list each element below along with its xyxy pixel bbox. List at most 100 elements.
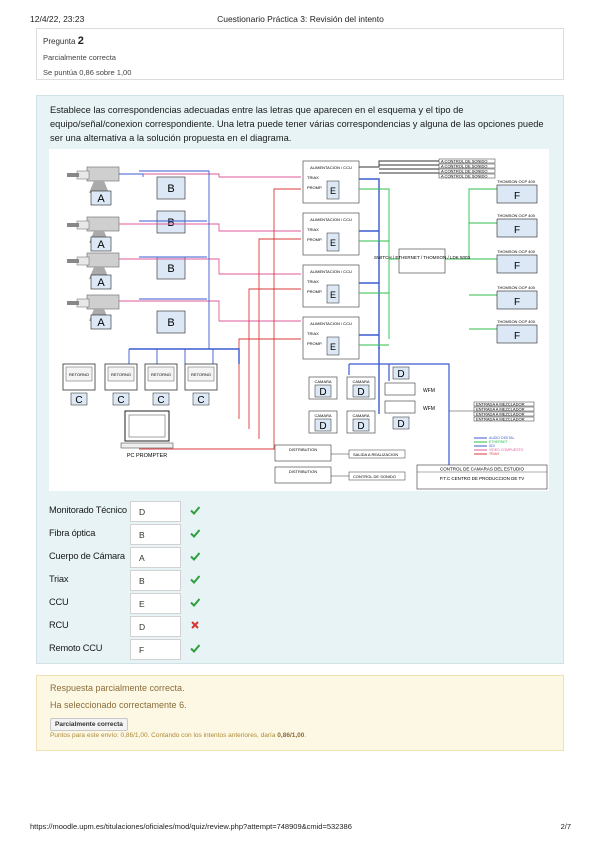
letter-f-4: F bbox=[514, 297, 520, 308]
distribution-2-label: DISTRIBUTION bbox=[289, 469, 317, 474]
page-url: https://moodle.upm.es/titulaciones/ofici… bbox=[30, 822, 352, 831]
return-monitors: RETORNO C RETORNO C RETORNO C bbox=[62, 363, 218, 406]
ccu-1-label: ALIMENTACION / CCU bbox=[310, 165, 352, 170]
check-icon bbox=[190, 644, 201, 653]
retorno-2: RETORNO C bbox=[104, 363, 138, 406]
legend-3: SDI bbox=[489, 444, 495, 448]
match-label: Triax bbox=[49, 574, 69, 584]
letter-f-2: F bbox=[514, 225, 520, 236]
letter-f-3: F bbox=[514, 261, 520, 272]
monitoring-area: CAMARA D CAMARA D CAMARA D CAMARA D D WF… bbox=[308, 363, 474, 469]
a-control-1: A CONTROL DE SONIDO bbox=[441, 159, 488, 164]
a-control-4: A CONTROL DE SONIDO bbox=[441, 174, 488, 179]
pc-prompter: PC PROMPTER bbox=[120, 410, 174, 459]
letter-e-4: E bbox=[330, 342, 336, 352]
match-select[interactable]: B bbox=[130, 570, 181, 591]
match-row: RCU D bbox=[49, 616, 249, 638]
camera-1: A bbox=[67, 166, 120, 206]
question-state: Parcialmente correcta bbox=[43, 53, 116, 62]
match-label: RCU bbox=[49, 620, 69, 630]
print-date: 12/4/22, 23:23 bbox=[30, 14, 85, 24]
camara-4-label: CAMARA bbox=[352, 413, 369, 418]
ocp-2: THOMSON OCP 400 F bbox=[496, 213, 538, 238]
diagram-svg: A B A B bbox=[62, 159, 548, 490]
ccu-4-prompter: PROMP. bbox=[307, 341, 322, 346]
switch-ethernet: SWITCH / ETHERNET / THOMSON / LDK 5003 bbox=[374, 248, 471, 274]
camera-2: A bbox=[67, 216, 120, 252]
ccu-3-triax: TRIAX bbox=[307, 279, 319, 284]
ccu-2-label: ALIMENTACION / CCU bbox=[310, 217, 352, 222]
camera-group: A B A B bbox=[67, 166, 186, 334]
check-icon bbox=[190, 506, 201, 515]
cross-icon bbox=[191, 621, 199, 629]
match-row: Remoto CCU F bbox=[49, 639, 249, 661]
letter-c-4: C bbox=[197, 395, 204, 406]
match-select[interactable]: B bbox=[130, 524, 181, 545]
letter-a-2: A bbox=[97, 239, 105, 251]
match-select[interactable]: D bbox=[130, 616, 181, 637]
retorno-4: RETORNO C bbox=[184, 363, 218, 406]
retorno-4-label: RETORNO bbox=[191, 372, 211, 377]
question-info-box: Pregunta 2 Parcialmente correcta Se punt… bbox=[36, 28, 564, 80]
match-select[interactable]: D bbox=[130, 501, 181, 522]
match-select[interactable]: F bbox=[130, 639, 181, 660]
ocp-1-label: THOMSON OCP 400 bbox=[497, 179, 536, 184]
retorno-3-label: RETORNO bbox=[151, 372, 171, 377]
camera-cables bbox=[119, 170, 301, 450]
ocp-5: THOMSON OCP 400 F bbox=[496, 319, 538, 344]
title-block-sub: P.T.C CENTRO DE PRODUCCION DE TV bbox=[440, 476, 525, 481]
letter-c-3: C bbox=[157, 395, 164, 406]
salida-label: SALIDA A REALIZACION bbox=[353, 452, 398, 457]
match-label: Remoto CCU bbox=[49, 643, 103, 653]
distribution-units: DISTRIBUTION SALIDA A REALIZACION DISTRI… bbox=[274, 444, 406, 484]
letter-d-5: D bbox=[397, 369, 404, 380]
a-control-2: A CONTROL DE SONIDO bbox=[441, 164, 488, 169]
match-select[interactable]: A bbox=[130, 547, 181, 568]
entrada-2: ENTRADA A MEZCLADOR bbox=[476, 407, 525, 412]
letter-f-1: F bbox=[514, 191, 520, 202]
letter-e-3: E bbox=[330, 290, 336, 300]
ccu-1: ALIMENTACION / CCU TRIAX PROMP. E bbox=[302, 160, 360, 204]
letter-c-1: C bbox=[75, 395, 82, 406]
points-prefix: Puntos para este envío: 0,86/1,00. Conta… bbox=[50, 732, 278, 739]
entrada-1: ENTRADA A MEZCLADOR bbox=[476, 402, 525, 407]
legend: AUDIO DIGITAL ETHERNET SDI VIDEO COMPUES… bbox=[474, 436, 524, 456]
check-icon bbox=[190, 575, 201, 584]
match-select[interactable]: E bbox=[130, 593, 181, 614]
ocp-4: THOMSON OCP 400 F bbox=[496, 285, 538, 310]
title-block: CONTROL DE CAMARAS DEL ESTUDIO P.T.C CEN… bbox=[416, 464, 548, 490]
legend-5: TRIAX bbox=[489, 452, 500, 456]
a-control-3: A CONTROL DE SONIDO bbox=[441, 169, 488, 174]
match-row: Fibra óptica B bbox=[49, 524, 249, 546]
camera-4: A bbox=[67, 294, 120, 330]
distribution-1-label: DISTRIBUTION bbox=[289, 447, 317, 452]
entrada-3: ENTRADA A MEZCLADOR bbox=[476, 412, 525, 417]
pc-prompter-label: PC PROMPTER bbox=[127, 453, 167, 459]
ccu-3: ALIMENTACION / CCU TRIAX PROMP. E bbox=[302, 264, 360, 308]
question-title: Pregunta 2 bbox=[43, 35, 563, 47]
mixer-inputs: ENTRADA A MEZCLADOR ENTRADA A MEZCLADOR … bbox=[473, 402, 535, 422]
letter-d-6: D bbox=[397, 419, 404, 430]
match-row: Cuerpo de Cámara A bbox=[49, 547, 249, 569]
ccu-2: ALIMENTACION / CCU TRIAX PROMP. E bbox=[302, 212, 360, 256]
switch-label: SWITCH / ETHERNET / THOMSON / LDK 5003 bbox=[374, 255, 471, 260]
ccu-2-prompter: PROMP. bbox=[307, 237, 322, 242]
letter-f-5: F bbox=[514, 331, 520, 342]
wfm-1-label: WFM bbox=[423, 388, 435, 394]
ocp-1: THOMSON OCP 400 F bbox=[496, 179, 538, 204]
control-sonido-label: CONTROL DE SONIDO bbox=[353, 474, 396, 479]
ccu-2-triax: TRIAX bbox=[307, 227, 319, 232]
check-icon bbox=[190, 552, 201, 561]
letter-e-2: E bbox=[330, 238, 336, 248]
ccu-units: ALIMENTACION / CCU TRIAX PROMP. E ALIMEN… bbox=[302, 160, 360, 360]
entrada-4: ENTRADA A MEZCLADOR bbox=[476, 417, 525, 422]
retorno-2-label: RETORNO bbox=[111, 372, 131, 377]
camera-3: A bbox=[67, 252, 120, 290]
letter-b-3: B bbox=[167, 263, 174, 275]
ccu-3-label: ALIMENTACION / CCU bbox=[310, 269, 352, 274]
legend-4: VIDEO COMPUESTO bbox=[489, 448, 524, 452]
ccu-1-prompter: PROMP. bbox=[307, 185, 322, 190]
retorno-1-label: RETORNO bbox=[69, 372, 89, 377]
check-icon bbox=[190, 598, 201, 607]
match-label: Monitorado Técnico bbox=[49, 505, 127, 515]
